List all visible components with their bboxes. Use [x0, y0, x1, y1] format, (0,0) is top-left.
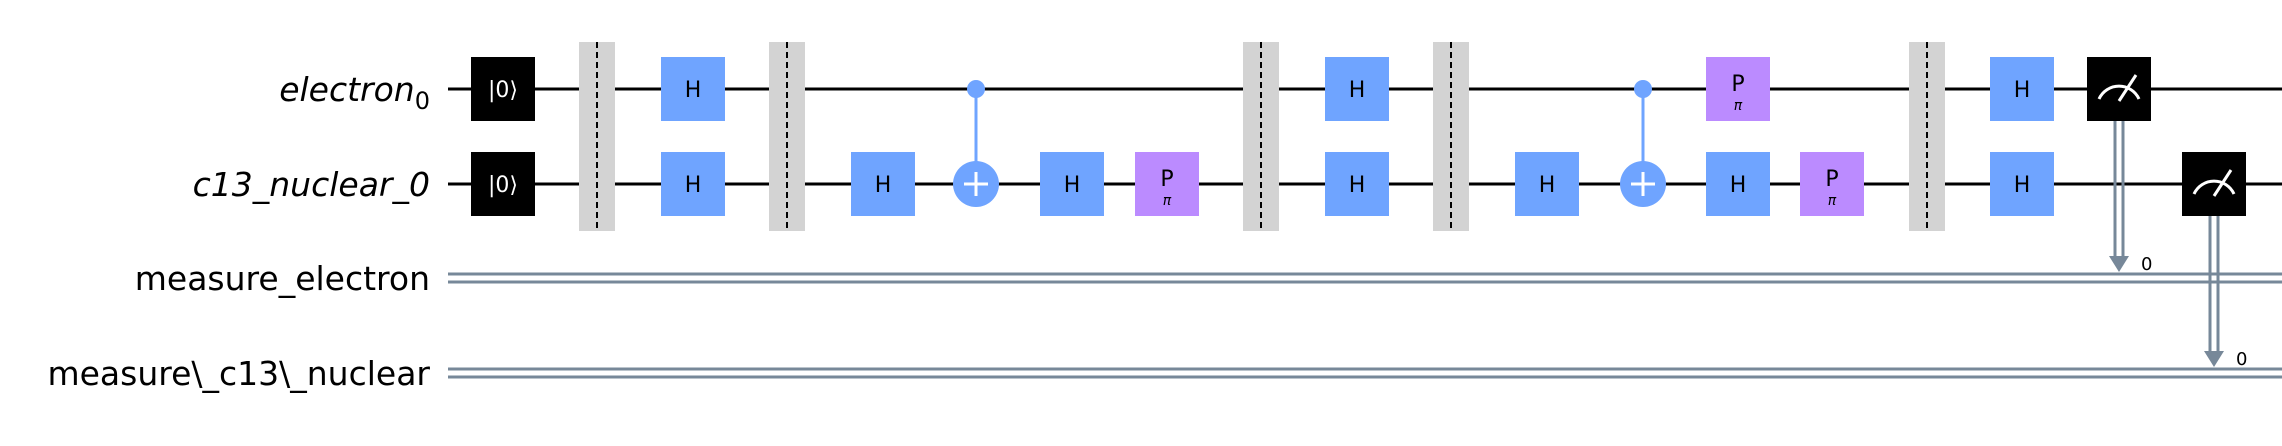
gate-label: H: [1349, 78, 1366, 103]
phase-gate: [1706, 57, 1770, 121]
gate-label: H: [1539, 173, 1556, 198]
reset-gate: [471, 57, 535, 121]
meter-icon: [2097, 84, 2141, 100]
gate-label: H: [685, 173, 702, 198]
cnot-control-dot: [1634, 80, 1652, 98]
gate-label: P: [1731, 72, 1744, 97]
meter-icon: [2192, 179, 2236, 195]
gate-param: π: [1163, 193, 1172, 209]
gate-label: H: [1730, 173, 1747, 198]
hadamard-gate: [1990, 152, 2054, 216]
measure-gate: [2087, 57, 2151, 121]
hadamard-gate: [1515, 152, 1579, 216]
register-label: electron0: [279, 70, 430, 115]
register-label: measure\_c13\_nuclear: [47, 354, 430, 393]
register-label: c13_nuclear_0: [193, 165, 430, 204]
measure-arrow: [2204, 351, 2224, 367]
hadamard-gate: [1325, 152, 1389, 216]
phase-gate: [1800, 152, 1864, 216]
hadamard-gate: [1040, 152, 1104, 216]
gate-label: H: [685, 78, 702, 103]
gate-label: H: [2014, 173, 2031, 198]
phase-gate: [1135, 152, 1199, 216]
gate-param: π: [1828, 193, 1837, 209]
reset-label: |0⟩: [488, 78, 518, 103]
gate-label: P: [1160, 167, 1173, 192]
gate-label: P: [1825, 167, 1838, 192]
hadamard-gate: [1990, 57, 2054, 121]
measure-gate: [2182, 152, 2246, 216]
gate-label: H: [875, 173, 892, 198]
wires-layer: [448, 87, 2282, 379]
cnot-control-dot: [967, 80, 985, 98]
hadamard-gate: [661, 57, 725, 121]
register-labels: electron0 c13_nuclear_0 measure_electronme…: [47, 70, 430, 393]
gate-label: H: [2014, 78, 2031, 103]
meter-needle-icon: [2212, 169, 2233, 197]
measure-bit-index: 0: [2141, 254, 2152, 275]
gate-param: π: [1734, 98, 1743, 114]
gate-label: H: [1064, 173, 1081, 198]
reset-gate: [471, 152, 535, 216]
reset-label: |0⟩: [488, 173, 518, 198]
gate-label: H: [1349, 173, 1366, 198]
hadamard-gate: [661, 152, 725, 216]
hadamard-gate: [851, 152, 915, 216]
register-label: measure_electron: [135, 259, 430, 298]
hadamard-gate: [1706, 152, 1770, 216]
measure-arrow: [2109, 256, 2129, 272]
hadamard-gate: [1325, 57, 1389, 121]
measure-bit-index: 0: [2236, 349, 2247, 370]
meter-needle-icon: [2117, 74, 2138, 102]
